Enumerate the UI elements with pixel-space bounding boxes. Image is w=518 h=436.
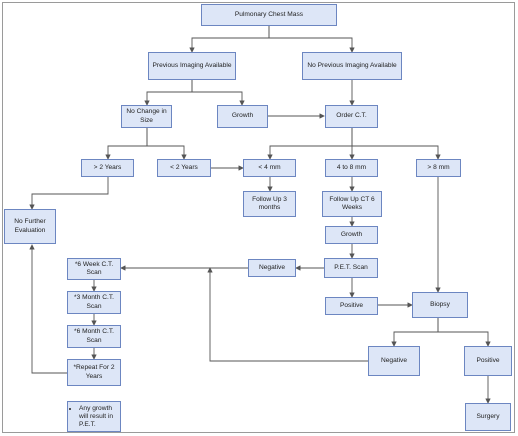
- node-6-week-ct: *6 Week C.T. Scan: [67, 258, 121, 280]
- node-greater-8mm: > 8 mm: [416, 159, 461, 177]
- edge-biopsy-negative: [391, 318, 439, 347]
- edge-gt2y-nofurther: [29, 177, 109, 210]
- edge-root-prev: [189, 26, 270, 53]
- edge-nochange-lt2y: [146, 128, 187, 160]
- edge-root-noprev: [268, 26, 355, 53]
- node-order-ct: Order C.T.: [325, 105, 378, 128]
- edge-orderct-lt4: [267, 128, 353, 160]
- node-growth-note: Any growth will result in P.E.T.: [67, 401, 121, 432]
- node-growth-mid: Growth: [325, 226, 378, 244]
- node-no-change-in-size: No Change in Size: [121, 105, 172, 128]
- edge-prev-growth: [191, 80, 245, 106]
- node-biopsy: Biopsy: [412, 292, 468, 318]
- node-negative-biopsy: Negative: [368, 346, 420, 376]
- node-positive-biopsy: Positive: [464, 346, 512, 376]
- note-text: Any growth will result in P.E.T.: [79, 405, 117, 430]
- node-3-month-ct: *3 Month C.T. Scan: [67, 291, 121, 314]
- node-previous-imaging: Previous Imaging Available: [148, 52, 236, 80]
- edge-repeat-nofurther: [29, 244, 67, 374]
- node-less-2-years: < 2 Years: [157, 159, 211, 177]
- edge-prev-nochange: [144, 80, 193, 106]
- node-surgery: Surgery: [465, 403, 511, 431]
- node-less-4mm: < 4 mm: [243, 159, 296, 177]
- node-pet-scan: P.E.T. Scan: [324, 258, 378, 278]
- edge-orderct-gt8: [351, 128, 441, 160]
- node-4-to-8mm: 4 to 8 mm: [325, 159, 378, 177]
- node-greater-2-years: > 2 Years: [81, 159, 134, 177]
- node-positive-pet: Positive: [325, 297, 378, 315]
- node-follow-up-3-months: Follow Up 3 months: [243, 191, 296, 217]
- node-follow-up-ct-6-weeks: Follow Up CT 6 Weeks: [322, 191, 382, 217]
- diagram-frame: [2, 2, 515, 433]
- node-growth-top: Growth: [217, 105, 268, 128]
- edge-biopsy-positive: [437, 318, 491, 347]
- node-no-previous-imaging: No Previous Imaging Available: [302, 52, 402, 80]
- node-6-month-ct: *6 Month C.T. Scan: [67, 325, 121, 348]
- edge-nochange-gt2y: [105, 128, 148, 160]
- node-no-further-evaluation: No Further Evaluation: [4, 209, 56, 244]
- node-pulmonary-chest-mass: Pulmonary Chest Mass: [201, 4, 337, 26]
- node-negative-pet: Negative: [248, 259, 296, 277]
- node-repeat-2-years: *Repeat For 2 Years: [67, 359, 121, 386]
- edge-biopsynegative-loop: [207, 267, 368, 362]
